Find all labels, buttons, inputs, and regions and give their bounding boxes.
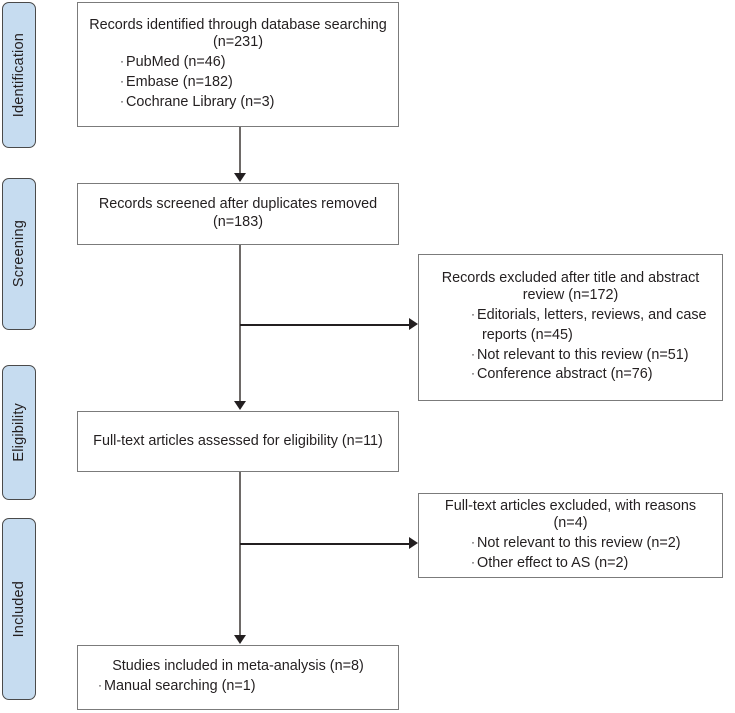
stage-label-included: Included (10, 580, 27, 638)
node-records-identified-list: ·PubMed (n=46) ·Embase (n=182) ·Cochrane… (78, 53, 398, 113)
node-fulltext-excluded-title: Full-text articles excluded, with reason… (444, 497, 697, 532)
stage-eligibility: Eligibility (2, 365, 36, 500)
arrowhead-screened-to-excluded (409, 318, 418, 330)
list-item: ·Not relevant to this review (n=51) (471, 346, 689, 363)
list-item: ·Conference abstract (n=76) (471, 366, 653, 383)
connector-screened-to-fulltext (239, 245, 242, 402)
node-records-screened-title: Records screened after duplicates remove… (98, 196, 378, 230)
node-fulltext-excluded-list: ·Not relevant to this review (n=2) ·Othe… (419, 534, 722, 574)
node-records-excluded-title-abstract-title: Records excluded after title and abstrac… (441, 269, 700, 304)
arrowhead-fulltext-to-included (234, 635, 246, 644)
bullet-icon: · (120, 53, 124, 68)
stage-included: Included (2, 518, 36, 700)
list-item: ·Manual searching (n=1) (98, 677, 256, 694)
node-studies-included-list: ·Manual searching (n=1) (78, 677, 398, 697)
bullet-icon: · (471, 346, 475, 361)
node-studies-included-title: Studies included in meta-analysis (n=8) (112, 658, 364, 675)
arrowhead-screened-to-fulltext (234, 401, 246, 410)
node-fulltext-assessed: Full-text articles assessed for eligibil… (77, 411, 399, 472)
list-item: ·Not relevant to this review (n=2) (471, 534, 681, 551)
connector-fulltext-to-excluded (240, 543, 410, 545)
arrowhead-identified-to-screened (234, 173, 246, 182)
node-records-excluded-title-abstract: Records excluded after title and abstrac… (418, 254, 723, 401)
node-records-screened: Records screened after duplicates remove… (77, 183, 399, 245)
bullet-icon: · (471, 306, 475, 321)
list-item: ·Editorials, letters, reviews, and case … (471, 306, 707, 343)
stage-label-screening: Screening (10, 220, 27, 288)
stage-label-eligibility: Eligibility (10, 403, 27, 462)
stage-label-identification: Identification (10, 32, 27, 118)
list-item: ·Other effect to AS (n=2) (471, 554, 629, 571)
arrowhead-fulltext-to-excluded (409, 537, 418, 549)
list-item: ·Cochrane Library (n=3) (120, 93, 275, 110)
node-fulltext-assessed-title: Full-text articles assessed for eligibil… (93, 432, 383, 449)
stage-identification: Identification (2, 2, 36, 148)
stage-screening: Screening (2, 178, 36, 330)
list-item: ·PubMed (n=46) (120, 53, 226, 70)
connector-identified-to-screened (239, 127, 242, 174)
node-records-identified: Records identified through database sear… (77, 2, 399, 127)
bullet-icon: · (98, 677, 102, 692)
node-records-identified-title: Records identified through database sear… (89, 16, 387, 51)
bullet-icon: · (471, 534, 475, 549)
list-item: ·Embase (n=182) (120, 73, 233, 90)
connector-fulltext-to-included (239, 472, 242, 636)
bullet-icon: · (471, 554, 475, 569)
bullet-icon: · (471, 366, 475, 381)
bullet-icon: · (120, 93, 124, 108)
node-studies-included: Studies included in meta-analysis (n=8) … (77, 645, 399, 710)
bullet-icon: · (120, 73, 124, 88)
connector-screened-to-excluded (240, 324, 410, 326)
node-fulltext-excluded: Full-text articles excluded, with reason… (418, 493, 723, 578)
node-records-excluded-title-abstract-list: ·Editorials, letters, reviews, and case … (419, 306, 722, 386)
